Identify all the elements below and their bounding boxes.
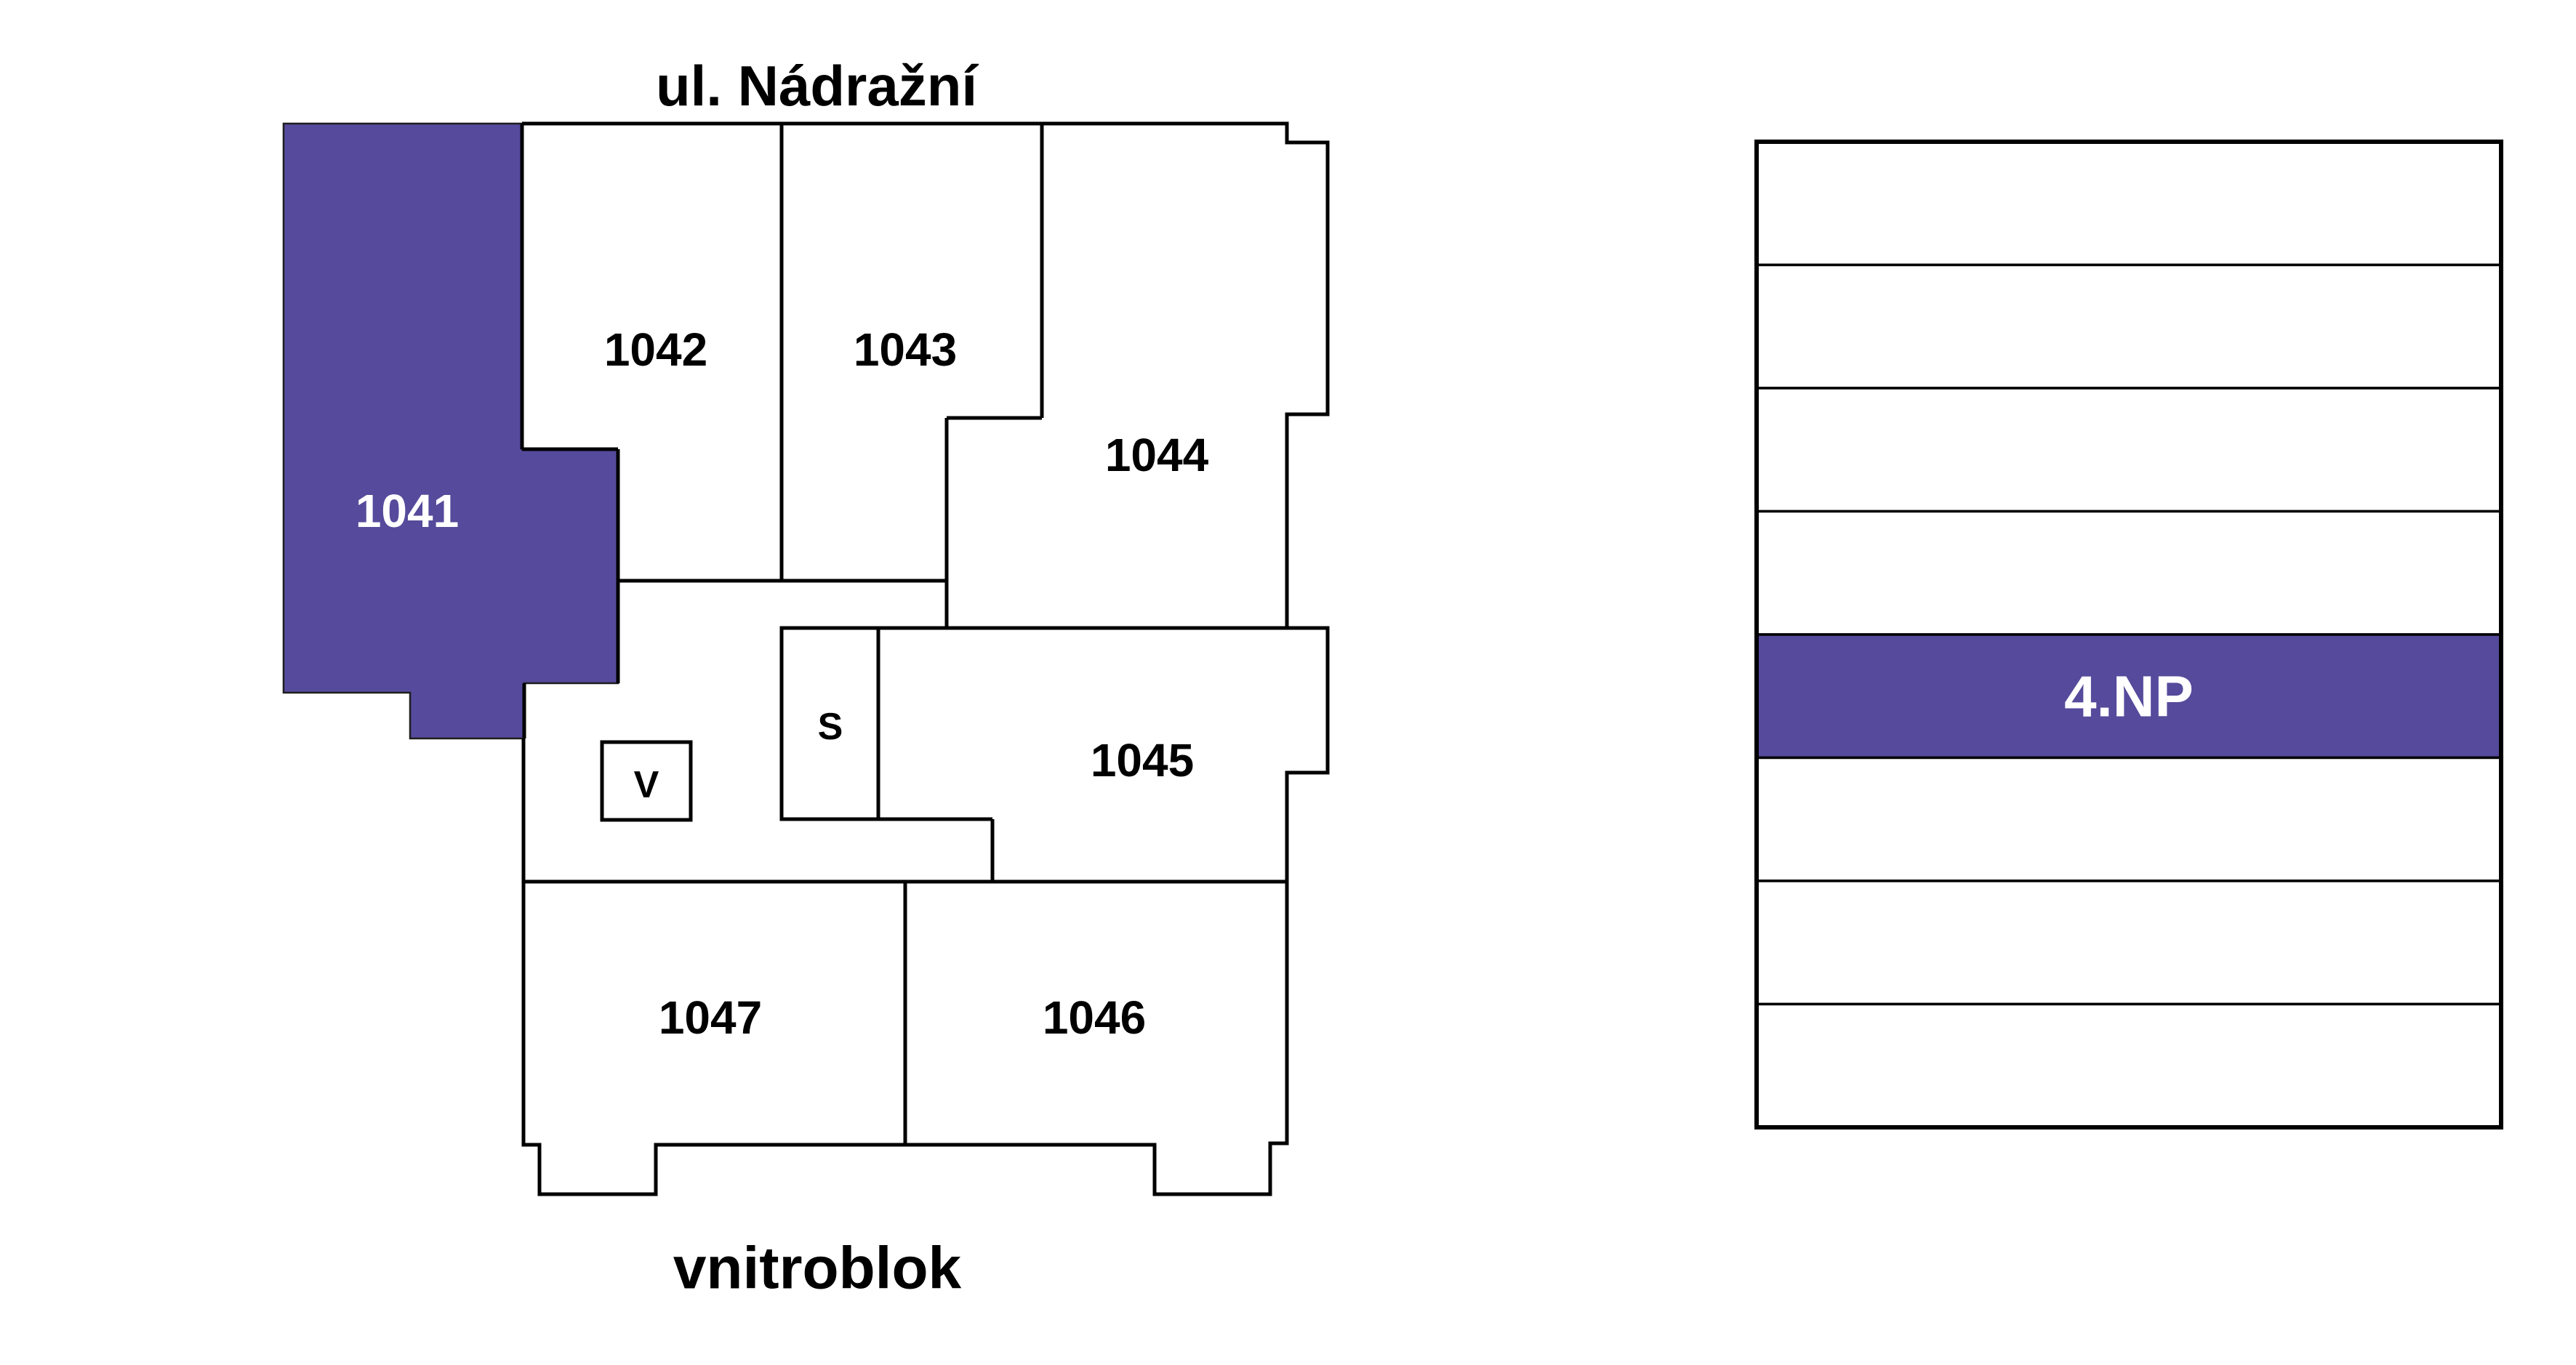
shaft-S-box [779, 626, 880, 821]
unit-region-1047[interactable] [523, 882, 905, 1194]
unit-label-1044: 1044 [1105, 429, 1209, 481]
unit-region-1046[interactable] [905, 882, 1287, 1194]
unit-label-1042: 1042 [604, 323, 707, 376]
floor-row-7[interactable] [1755, 263, 2503, 390]
floor-selector: 4.NP [1754, 140, 2503, 1130]
unit-label-1047: 1047 [659, 991, 762, 1044]
unit-label-1041: 1041 [356, 485, 459, 537]
street-label-top: ul. Nádražní [656, 54, 979, 118]
unit-region-1043[interactable] [782, 124, 1042, 581]
unit-label-1043: 1043 [854, 323, 957, 376]
street-label-bottom: vnitroblok [673, 1236, 962, 1302]
building-outline [521, 121, 1330, 1196]
floor-row-6[interactable] [1755, 387, 2503, 513]
floor-row-1[interactable] [1755, 1002, 2503, 1129]
unit-label-1045: 1045 [1091, 734, 1194, 786]
floor-row-8[interactable] [1755, 140, 2503, 267]
shaft-label-V: V [634, 764, 659, 806]
floor-row-5[interactable] [1755, 510, 2503, 636]
shaft-V-box [600, 740, 693, 822]
unit-region-1042[interactable] [522, 124, 782, 581]
shaft-label-S: S [818, 706, 843, 748]
floor-selector-frame [1754, 140, 2503, 1130]
floorplan: 1041 1042 1043 1044 1045 1046 1047 S V u… [282, 54, 1330, 1302]
unit-label-1046: 1046 [1043, 991, 1146, 1044]
floor-row-2[interactable] [1755, 879, 2503, 1006]
floor-row-3[interactable] [1755, 756, 2503, 882]
floor-row-4-active[interactable] [1755, 633, 2503, 760]
walls [520, 124, 1328, 1143]
active-floor-label: 4.NP [2064, 664, 2194, 728]
